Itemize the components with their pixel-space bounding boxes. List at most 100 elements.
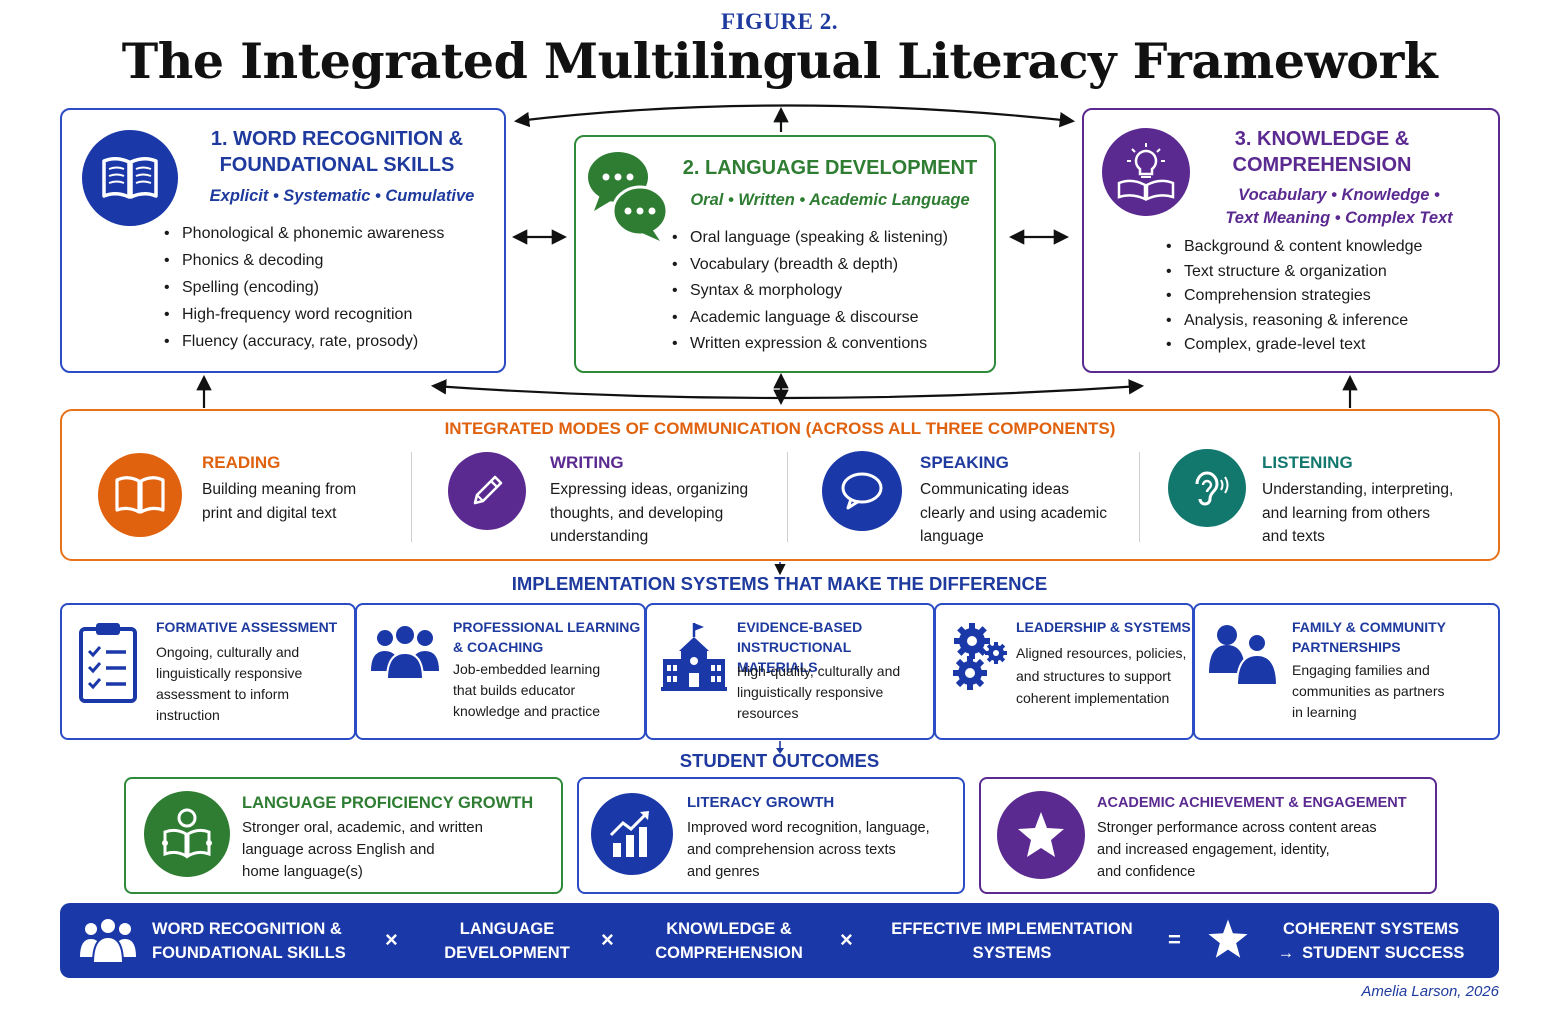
implementation-formative-assessment: FORMATIVE ASSESSMENT Ongoing, culturally… <box>60 603 356 740</box>
modes-title: INTEGRATED MODES OF COMMUNICATION (ACROS… <box>444 419 1116 438</box>
list-item: Text structure & organization <box>1162 260 1422 285</box>
component-skill-list: Phonological & phonemic awareness Phonic… <box>160 220 444 355</box>
divider <box>411 452 412 542</box>
implementation-item-title: FORMATIVE ASSESSMENT <box>156 619 338 635</box>
implementation-title: IMPLEMENTATION SYSTEMS THAT MAKE THE DIF… <box>511 573 1048 594</box>
list-item: Phonological & phonemic awareness <box>160 220 444 247</box>
outcome-literacy-growth: LITERACY GROWTH Improved word recognitio… <box>577 777 965 894</box>
implementation-item-title: PROFESSIONAL LEARNING& COACHING <box>453 619 641 655</box>
mode-description: Understanding, interpreting,and learning… <box>1262 481 1454 545</box>
outcome-title: LANGUAGE PROFICIENCY GROWTH <box>242 794 534 812</box>
component-skill-list: Background & content knowledge Text stru… <box>1162 235 1422 358</box>
divider <box>787 452 788 542</box>
component-subtitle: Explicit • Systematic • Cumulative <box>209 187 475 205</box>
equation-result: COHERENT SYSTEMS →STUDENT SUCCESS <box>1277 920 1465 962</box>
list-item: Syntax & morphology <box>668 278 948 305</box>
implementation-item-description: Aligned resources, policies,and structur… <box>1016 645 1187 706</box>
pencil-icon <box>448 452 526 530</box>
speech-bubble-icon <box>822 451 902 531</box>
list-item: High-frequency word recognition <box>160 301 444 328</box>
open-book-icon <box>82 130 178 226</box>
component-subtitle: Oral • Written • Academic Language <box>690 191 970 209</box>
list-item: Spelling (encoding) <box>160 274 444 301</box>
clipboard-checklist-icon <box>78 621 138 708</box>
times-operator: × <box>385 927 398 952</box>
ear-icon <box>1168 449 1246 527</box>
component-language-development: 2. LANGUAGE DEVELOPMENT Oral • Written •… <box>574 135 996 373</box>
modes-of-communication-panel: INTEGRATED MODES OF COMMUNICATION (ACROS… <box>60 409 1500 561</box>
list-item: Analysis, reasoning & inference <box>1162 309 1422 334</box>
growth-chart-icon <box>591 793 673 875</box>
times-operator: × <box>840 927 853 952</box>
mode-name: SPEAKING <box>920 453 1009 472</box>
outcome-language-proficiency: LANGUAGE PROFICIENCY GROWTH Stronger ora… <box>124 777 563 894</box>
student-reading-icon <box>144 791 230 877</box>
equation-term-knowledge-comprehension: KNOWLEDGE &COMPREHENSION <box>655 920 803 962</box>
book-icon <box>98 453 182 537</box>
lightbulb-book-icon <box>1102 128 1190 216</box>
mode-name: READING <box>202 453 281 472</box>
page-title: The Integrated Multilingual Literacy Fra… <box>121 32 1438 90</box>
gears-icon <box>948 621 1010 698</box>
list-item: Phonics & decoding <box>160 247 444 274</box>
outcome-academic-achievement: ACADEMIC ACHIEVEMENT & ENGAGEMENT Strong… <box>979 777 1437 894</box>
list-item: Academic language & discourse <box>668 305 948 332</box>
group-icon <box>371 623 439 684</box>
list-item: Fluency (accuracy, rate, prosody) <box>160 328 444 355</box>
figure-label: FIGURE 2. <box>721 9 838 34</box>
implementation-item-title: LEADERSHIP & SYSTEMS <box>1016 619 1191 635</box>
mode-listening: LISTENING Understanding, interpreting,an… <box>1168 449 1488 553</box>
list-item: Background & content knowledge <box>1162 235 1422 260</box>
component-word-recognition: 1. WORD RECOGNITION &FOUNDATIONAL SKILLS… <box>60 108 506 373</box>
equation-bar: WORD RECOGNITION &FOUNDATIONAL SKILLS × … <box>60 903 1499 978</box>
arrow-right-icon: → <box>1277 944 1295 962</box>
divider <box>1139 452 1140 542</box>
component-subtitle: Vocabulary • Knowledge •Text Meaning • C… <box>1225 186 1453 227</box>
star-icon <box>997 791 1085 879</box>
outcome-description: Improved word recognition, language,and … <box>687 820 930 880</box>
equals-operator: = <box>1168 927 1181 952</box>
speech-bubbles-icon <box>586 149 670 241</box>
implementation-professional-learning: PROFESSIONAL LEARNING& COACHING Job-embe… <box>355 603 646 740</box>
mode-name: WRITING <box>550 453 624 472</box>
component-title: 3. KNOWLEDGE &COMPREHENSION <box>1232 128 1412 176</box>
times-operator: × <box>601 927 614 952</box>
list-item: Written expression & conventions <box>668 331 948 358</box>
list-item: Oral language (speaking & listening) <box>668 225 948 252</box>
component-title: 2. LANGUAGE DEVELOPMENT <box>682 157 978 179</box>
connector-arrows <box>196 104 1358 576</box>
group-icon <box>80 917 136 968</box>
component-knowledge-comprehension: 3. KNOWLEDGE &COMPREHENSION Vocabulary •… <box>1082 108 1500 373</box>
component-title: 1. WORD RECOGNITION &FOUNDATIONAL SKILLS <box>210 128 464 176</box>
down-arrow <box>776 741 784 754</box>
outcome-title: ACADEMIC ACHIEVEMENT & ENGAGEMENT <box>1097 795 1407 811</box>
list-item: Vocabulary (breadth & depth) <box>668 252 948 279</box>
equation-term-word-recognition: WORD RECOGNITION &FOUNDATIONAL SKILLS <box>152 920 346 962</box>
component-skill-list: Oral language (speaking & listening) Voc… <box>668 225 948 358</box>
family-icon <box>1209 623 1279 690</box>
outcomes-title: STUDENT OUTCOMES <box>679 750 880 771</box>
list-item: Comprehension strategies <box>1162 284 1422 309</box>
outcome-description: Stronger performance across content area… <box>1097 820 1377 880</box>
outcome-title: LITERACY GROWTH <box>687 794 835 811</box>
star-icon <box>1206 917 1250 966</box>
author-credit: Amelia Larson, 2026 <box>1361 983 1499 1000</box>
implementation-leadership-systems: LEADERSHIP & SYSTEMS Aligned resources, … <box>934 603 1194 740</box>
list-item: Complex, grade-level text <box>1162 333 1422 358</box>
